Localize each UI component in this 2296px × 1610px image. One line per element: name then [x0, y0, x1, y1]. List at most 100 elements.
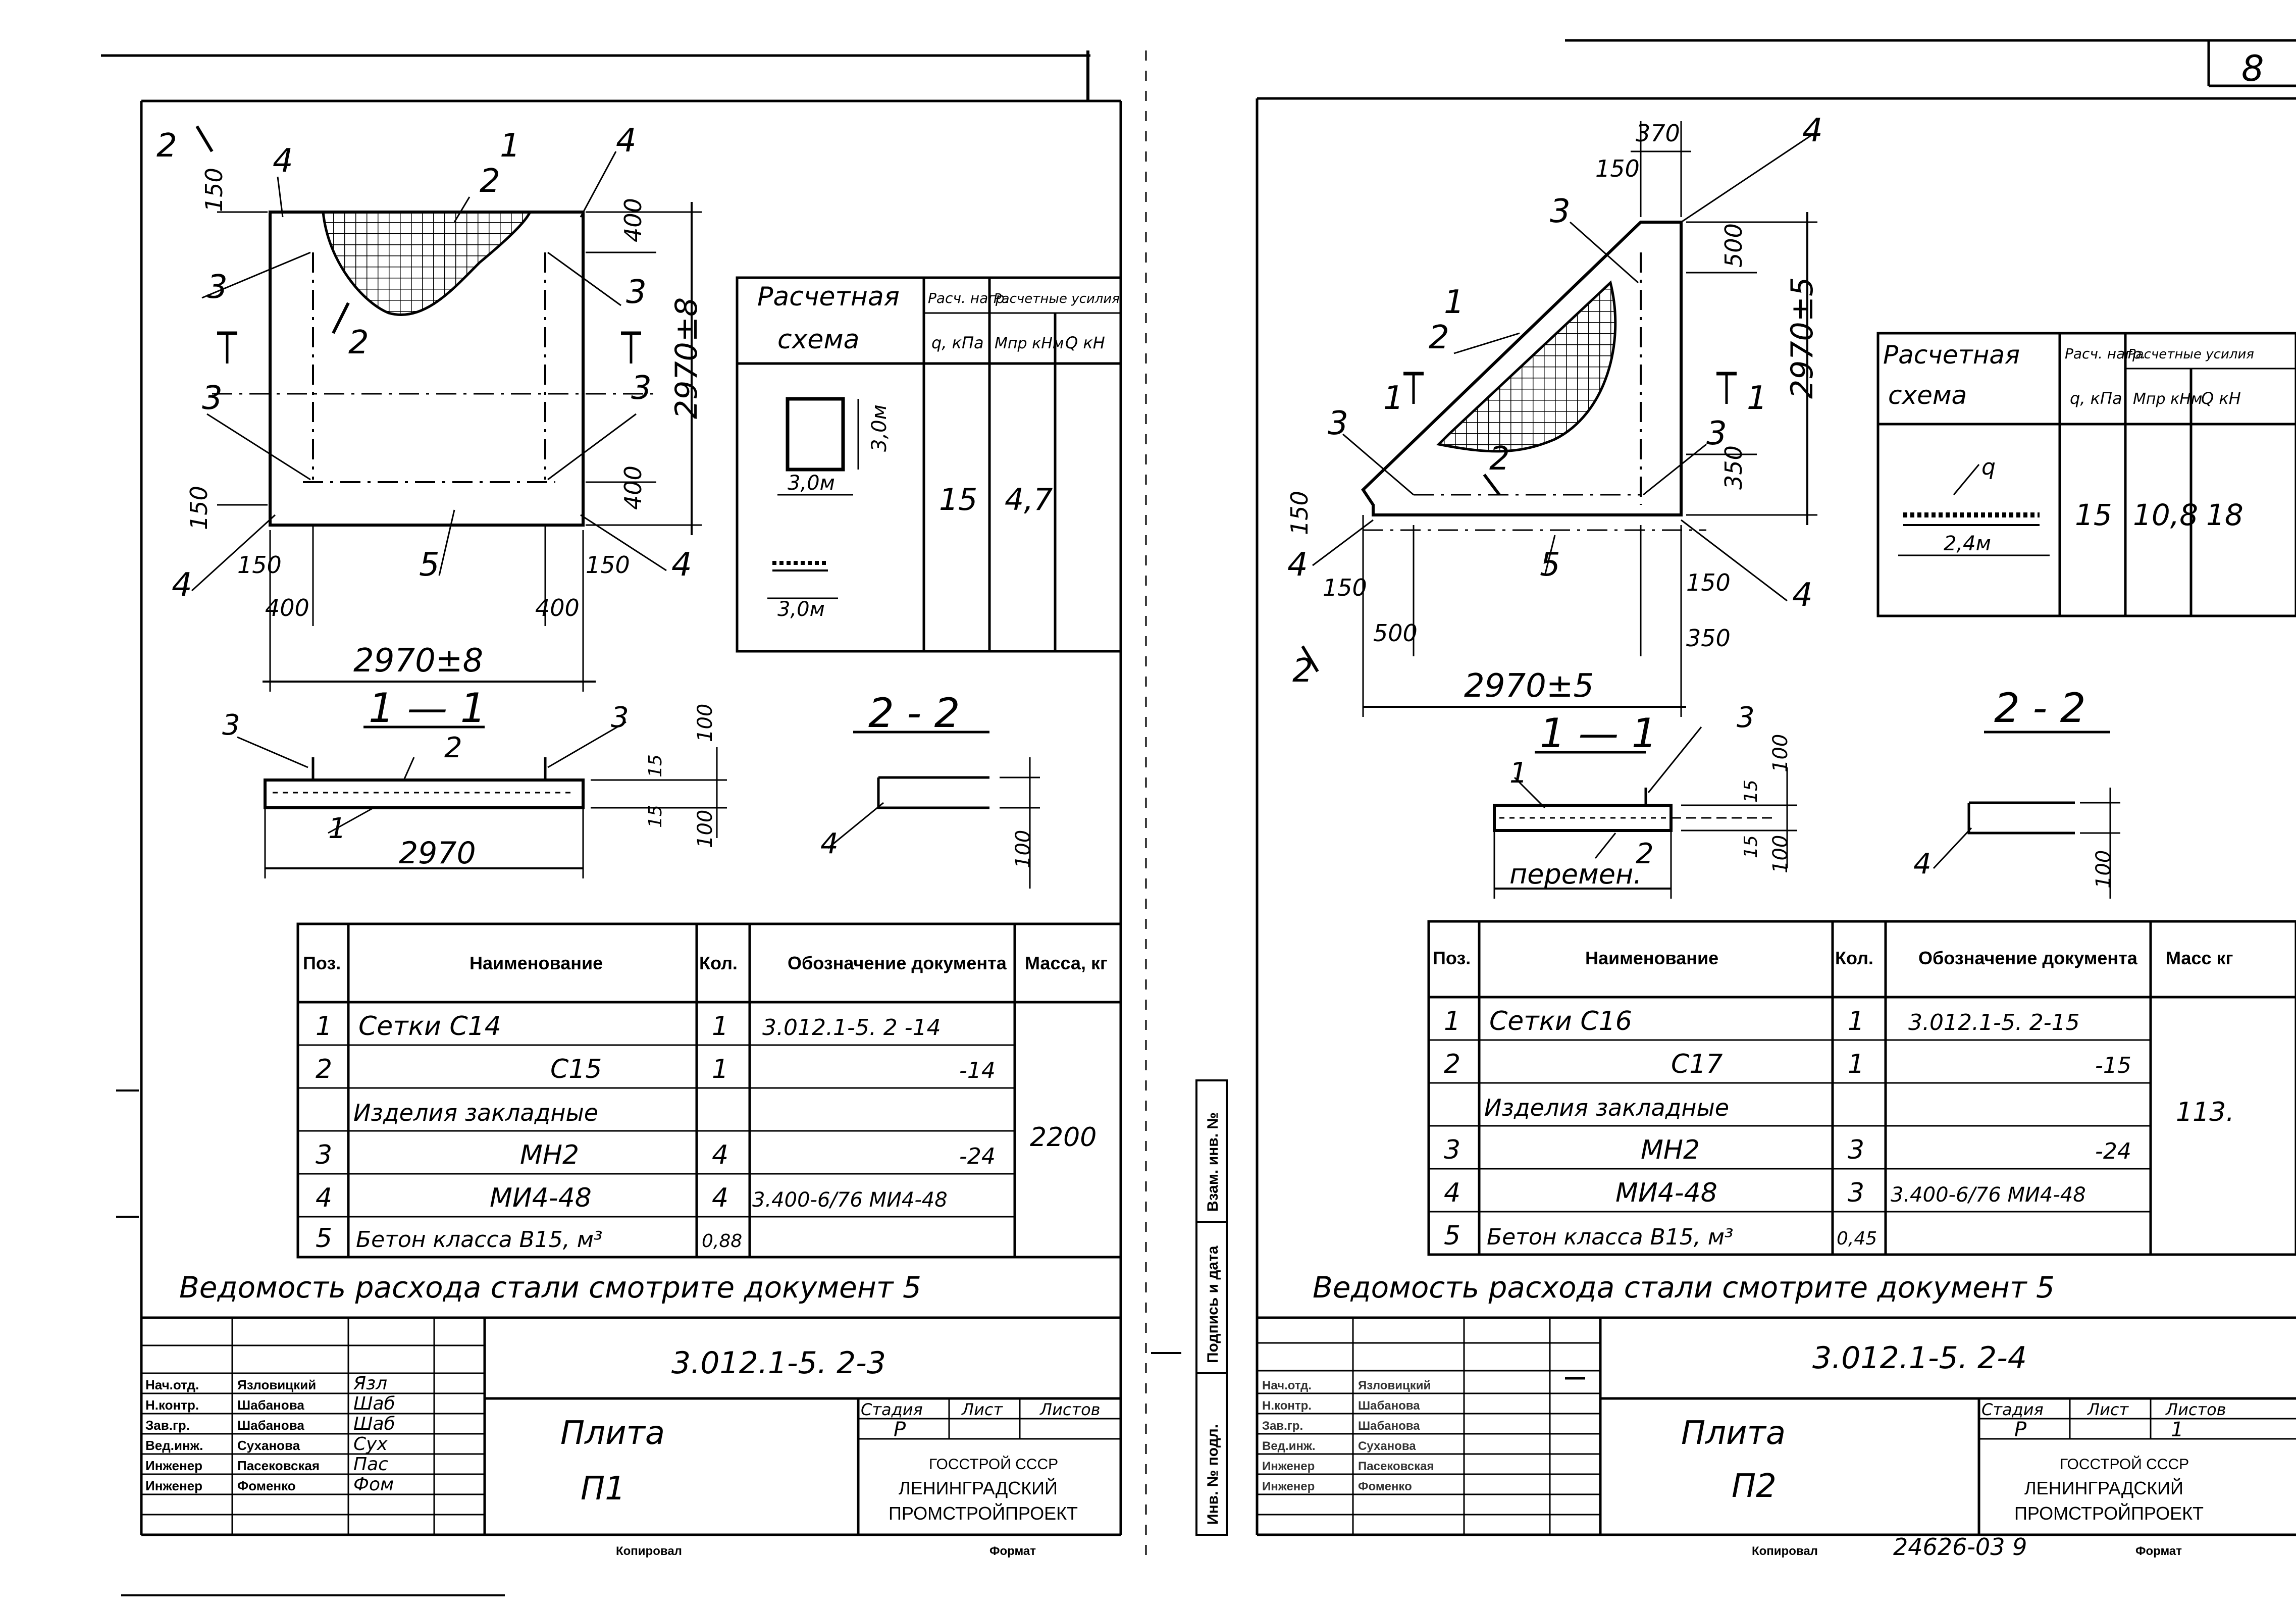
svg-text:3: 3 [316, 1140, 332, 1170]
svg-text:Инженер: Инженер [1262, 1480, 1315, 1493]
svg-text:3,0м: 3,0м [777, 598, 825, 621]
svg-text:Лист: Лист [2087, 1400, 2129, 1419]
svg-text:Поз.: Поз. [303, 953, 341, 973]
svg-text:2 - 2: 2 - 2 [868, 690, 960, 737]
svg-text:Листов: Листов [1039, 1400, 1101, 1419]
svg-text:24626-03 9: 24626-03 9 [1893, 1533, 2027, 1561]
svg-text:МИ4-48: МИ4-48 [490, 1183, 592, 1213]
sheet-number: 8 [2241, 48, 2264, 89]
left-note: Ведомость расхода стали смотрите докумен… [179, 1270, 921, 1305]
right-schema-text: Расчетная схема Расч. нагр. Расчетные ус… [1883, 340, 2254, 555]
svg-text:100: 100 [1012, 830, 1035, 868]
svg-text:15: 15 [1741, 780, 1761, 803]
svg-text:5: 5 [1444, 1221, 1460, 1251]
svg-text:Фоменко: Фоменко [1358, 1480, 1412, 1493]
svg-text:3: 3 [1848, 1178, 1864, 1208]
svg-text:3: 3 [626, 274, 647, 311]
svg-text:2,4м: 2,4м [1944, 532, 1991, 555]
left-spec-rows: 1 Сетки С14 1 3.012.1-5. 2 -14 2 С15 1 -… [316, 1011, 1097, 1254]
svg-text:100: 100 [2092, 850, 2115, 889]
svg-text:1: 1 [1509, 757, 1528, 790]
svg-text:15: 15 [2075, 498, 2112, 532]
svg-text:2970±8: 2970±8 [669, 297, 704, 419]
svg-text:3.012.1-5. 2-15: 3.012.1-5. 2-15 [1908, 1010, 2080, 1035]
svg-text:3: 3 [1550, 193, 1571, 230]
document-code: 3.012.1-5. 2-3 [671, 1345, 886, 1381]
svg-text:Кол.: Кол. [699, 953, 738, 973]
svg-text:Расчетные усилия: Расчетные усилия [2128, 347, 2254, 362]
svg-text:150: 150 [586, 551, 630, 579]
svg-text:Обозначение документа: Обозначение документа [788, 953, 1007, 973]
svg-text:Р: Р [2014, 1418, 2027, 1441]
svg-text:ГОССТРОЙ СССР: ГОССТРОЙ СССР [2060, 1456, 2189, 1473]
svg-text:1 — 1: 1 — 1 [369, 685, 486, 732]
signature: Пас [353, 1454, 388, 1475]
svg-text:4: 4 [172, 566, 192, 604]
svg-text:q, кПа: q, кПа [2070, 389, 2122, 408]
svg-text:5: 5 [1540, 546, 1560, 584]
svg-text:3: 3 [1328, 405, 1348, 442]
drawing-name: Плита [1681, 1415, 1786, 1452]
svg-text:1: 1 [1747, 380, 1767, 417]
svg-text:4: 4 [316, 1183, 332, 1213]
svg-text:0,45: 0,45 [1837, 1228, 1877, 1249]
left-schema-text: Расчетная схема Расч. нагр. Расчетные ус… [757, 282, 1120, 621]
svg-text:2: 2 [1429, 319, 1449, 356]
svg-text:1: 1 [2171, 1418, 2183, 1441]
svg-text:150: 150 [1686, 569, 1731, 596]
svg-text:1: 1 [1444, 1006, 1460, 1036]
svg-text:Q кН: Q кН [2201, 389, 2241, 408]
signature: Фом [353, 1474, 394, 1495]
plate-p2-plan-labels: 4 3 1 2 1 1 3 3 2 4 4 5 2 2970±5 [1287, 112, 1823, 705]
svg-text:-24: -24 [2095, 1138, 2131, 1164]
svg-text:Шабанова: Шабанова [237, 1418, 304, 1433]
svg-text:2970±8: 2970±8 [353, 642, 483, 680]
svg-text:4: 4 [273, 142, 293, 180]
svg-text:Н.контр.: Н.контр. [145, 1397, 199, 1413]
svg-text:Пасековская: Пасековская [1358, 1460, 1434, 1473]
svg-text:5: 5 [316, 1223, 332, 1254]
svg-text:15: 15 [939, 482, 977, 517]
right-side-stamp [1195, 1079, 1228, 1536]
svg-text:МИ4-48: МИ4-48 [1615, 1178, 1717, 1208]
svg-text:Расчетная: Расчетная [757, 282, 900, 312]
svg-text:10,8: 10,8 [2133, 498, 2198, 532]
svg-text:1: 1 [316, 1011, 332, 1042]
svg-text:2970±5: 2970±5 [1464, 667, 1594, 705]
svg-text:3: 3 [207, 269, 228, 306]
svg-text:2: 2 [1444, 1049, 1460, 1079]
svg-text:Нач.отд.: Нач.отд. [1262, 1379, 1312, 1392]
left-title-block-people: Нач.отд. Язловицкий Н.контр. Шабанова За… [145, 1377, 320, 1493]
svg-text:Формат: Формат [989, 1544, 1036, 1558]
svg-text:С15: С15 [550, 1054, 602, 1084]
svg-text:Поз.: Поз. [1433, 948, 1471, 968]
svg-text:350: 350 [1686, 625, 1731, 652]
svg-text:Фоменко: Фоменко [237, 1478, 296, 1493]
svg-text:Шабанова: Шабанова [1358, 1419, 1420, 1433]
svg-text:3.400-6/76 МИ4-48: 3.400-6/76 МИ4-48 [1891, 1183, 2086, 1207]
svg-text:Зав.гр.: Зав.гр. [145, 1418, 190, 1433]
svg-text:Сетки С16: Сетки С16 [1489, 1006, 1632, 1036]
svg-text:Масс кг: Масс кг [2166, 948, 2233, 968]
svg-text:q: q [1981, 454, 1996, 480]
svg-text:Вед.инж.: Вед.инж. [145, 1438, 203, 1453]
svg-text:4: 4 [820, 827, 839, 860]
left-signatures: Язл Шаб Шаб Сух Пас Фом [353, 1373, 395, 1495]
right-spec-table [1427, 920, 2296, 1256]
svg-text:2: 2 [444, 732, 462, 764]
svg-text:Сетки С14: Сетки С14 [358, 1011, 501, 1042]
plate-p2-dim-labels: 370 150 500 350 150 150 500 150 350 2970… [1286, 120, 1820, 652]
svg-text:2970: 2970 [399, 836, 476, 871]
svg-text:18: 18 [2206, 498, 2243, 532]
signature: Язл [353, 1373, 387, 1394]
svg-text:400: 400 [265, 594, 309, 621]
svg-text:4: 4 [616, 122, 637, 160]
svg-text:Кол.: Кол. [1835, 948, 1873, 968]
svg-text:3,0м: 3,0м [788, 472, 835, 495]
svg-text:МН2: МН2 [520, 1140, 579, 1170]
svg-text:Язловицкий: Язловицкий [1358, 1379, 1431, 1392]
svg-text:150: 150 [185, 486, 213, 530]
svg-text:Инв. № подл.: Инв. № подл. [1205, 1424, 1221, 1525]
svg-text:1 — 1: 1 — 1 [1540, 710, 1657, 757]
